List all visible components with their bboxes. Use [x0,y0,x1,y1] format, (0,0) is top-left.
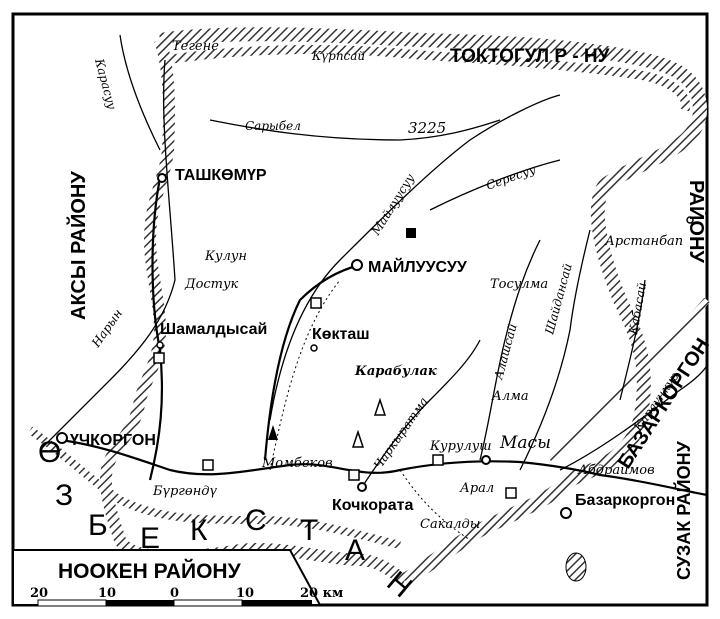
label-masy: Масы [499,433,551,453]
seresuu-river [429,159,561,211]
road-to-mailuusuu [263,263,361,461]
karaunkur-river [559,364,708,471]
mailuusuu-river [269,94,561,421]
legend-box: НООКЕН РАЙОНУ [12,549,322,606]
karasuu-river [119,34,161,151]
bazarkorgon-marker [560,507,572,519]
uz-letter-2: Б [88,509,108,542]
gas-symbol [268,425,278,440]
sarybel-river [209,119,501,141]
station-symbol-1 [310,297,322,309]
region-bazarkorgon-rayonu: РАЙОНУ [685,180,709,263]
label-karabulak: Карабулак [354,364,437,379]
label-momvekov: Момбеков [261,456,333,471]
naryn-river [39,59,176,451]
station-symbol-3 [202,459,214,471]
shamaldysai-marker [156,341,164,349]
settlement-markers [56,173,694,582]
mine-symbol [406,228,416,238]
label-bazarkorgon: Базаркоргон [575,492,675,509]
region-toktogul: ТОКТОГУЛ Р - НУ [450,46,610,67]
label-alma: Алма [491,389,529,404]
label-kok-tash: Көкташ [312,326,370,343]
label-kurulush: Курулуш [429,439,492,454]
region-suzak: СУЗАК РАЙОНУ [673,440,694,580]
uz-letter-7: А [345,534,365,567]
station-symbol-2 [153,352,165,364]
region-aksy: АКСЫ РАЙОНУ [66,171,90,320]
label-tegene: Тегене [172,39,219,54]
south-boundary [27,426,401,549]
label-mailuusuu: МАЙЛУУСУУ [368,257,468,276]
label-aral: Арал [459,481,494,496]
alashsai-river [479,239,541,461]
roads [59,177,708,497]
uz-letter-5: С [245,504,267,537]
label-abdraimov: Абдраимов [577,463,655,478]
oil-derrick-1 [373,397,387,416]
district-boundary [159,27,708,587]
masy-marker [481,455,491,465]
oil-derrick-2 [351,429,365,448]
scale-tick-2: 0 [170,586,179,601]
label-burgondu: Бүргөндү [152,484,217,499]
scale-tick-4: 20 км [300,586,343,601]
uz-letter-3: Е [140,522,160,555]
label-dostuk: Достук [184,277,239,292]
arstanbap-marker [686,216,694,224]
peak-elevation: 3225 [408,119,446,137]
label-sakaldy: Сакалды [420,517,480,532]
main-road [59,438,708,497]
station-symbol-6 [348,469,360,481]
scale-tick-1: 10 [98,586,116,601]
east-boundary [547,297,710,463]
station-symbol-4 [432,454,444,466]
charkyratma-river [359,339,481,491]
shaidansai-river [519,229,591,471]
rivers [39,34,708,491]
kabasai-river [619,279,646,401]
forest-symbol [565,552,587,582]
uz-letter-1: З [55,479,73,512]
scale-tick-0: 20 [30,586,48,601]
kochkorata-marker [357,482,367,492]
tashkomur-marker [157,173,167,183]
station-symbol-5 [505,487,517,499]
road-tashkomur [148,177,164,481]
scale-tick-3: 10 [236,586,254,601]
label-kochkorata: Кочкората [332,497,414,514]
label-sarybel: Сарыбел [245,119,301,133]
uz-letter-4: К [190,514,208,547]
district-boundary-inner [164,45,691,112]
label-arstanbap: Арстанбап [604,234,683,249]
label-kurpsai: Күрпсай [311,49,365,63]
uz-letter-6: Т [300,514,318,547]
label-uchkorgon: ҮЧКОРГОН [70,432,156,449]
label-tosulma: Тосулма [490,277,548,292]
scale-bar: 20 10 0 10 20 км [30,586,343,607]
label-shamaldysai: Шамалдысай [160,321,267,338]
kok-tash-marker [310,344,318,352]
label-tashkomur: ТАШКӨМҮР [175,167,267,184]
label-kulun: Кулун [204,249,247,264]
mailuusuu-marker [351,259,363,271]
uchkorgon-marker [56,432,68,444]
railway [269,279,471,541]
region-nooken: НООКЕН РАЙОНУ [58,559,242,583]
uz-letter-0: Ө [38,436,61,469]
